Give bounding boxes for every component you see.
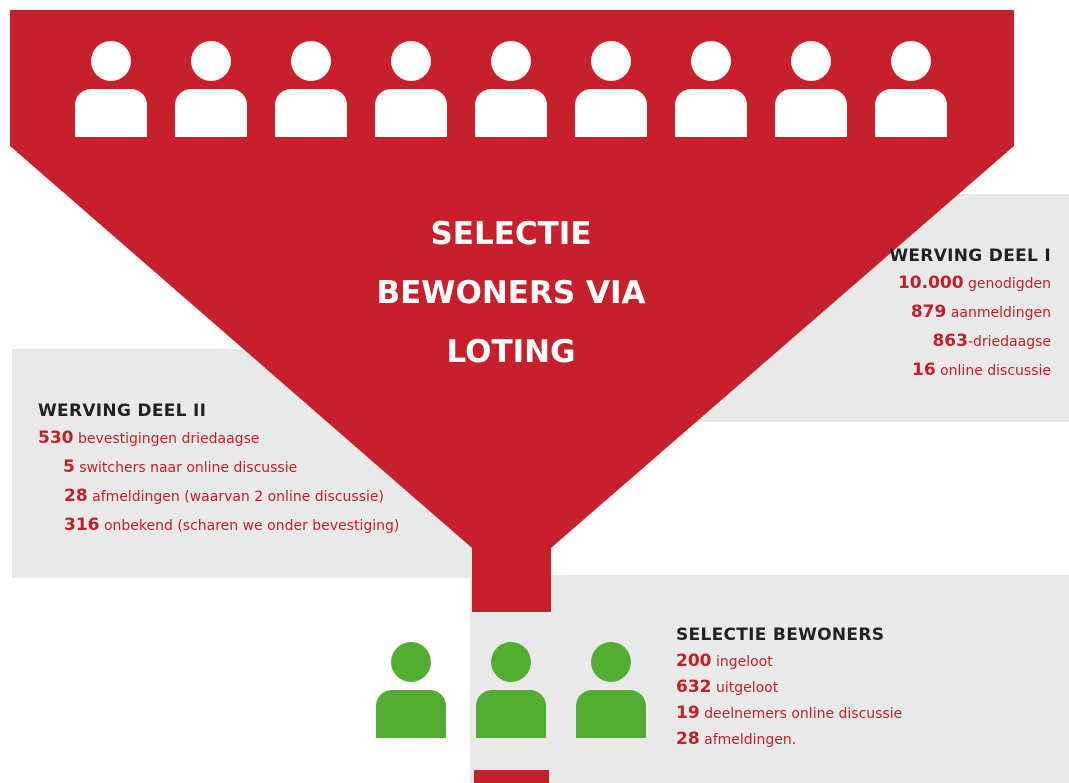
funnel-title-line: LOTING	[446, 334, 576, 370]
stat-row: 879 aanmeldingen	[889, 298, 1051, 327]
stat-label: afmeldingen.	[699, 732, 797, 748]
stat-label: deelnemers online discussie	[699, 706, 903, 722]
person-icon	[576, 642, 646, 738]
stat-value: 10.000	[897, 273, 964, 293]
stat-value: 5	[63, 457, 75, 477]
stat-row: 10.000 genodigden	[889, 269, 1051, 298]
stat-value: 16	[911, 360, 936, 380]
werving-deel-2: WERVING DEEL II 530 bevestigingen drieda…	[38, 398, 399, 540]
stat-value: 316	[64, 515, 100, 535]
stat-label: bevestigingen driedaagse	[73, 431, 260, 447]
funnel-spout-tail	[474, 770, 549, 783]
person-icon	[775, 41, 847, 137]
stat-label: genodigden	[963, 276, 1051, 292]
werving-deel-1-title: WERVING DEEL I	[889, 246, 1051, 266]
stat-value: 863	[932, 331, 968, 351]
selectie-bewoners-panel	[470, 575, 1069, 783]
person-icon	[675, 41, 747, 137]
stat-row: 28 afmeldingen (waarvan 2 online discuss…	[38, 482, 399, 511]
selectie-bewoners-title: SELECTIE BEWONERS	[676, 625, 885, 645]
stat-label: uitgeloot	[711, 680, 779, 696]
stat-row: 632 uitgeloot	[676, 674, 902, 700]
person-icon	[476, 642, 546, 738]
stat-value: 19	[676, 703, 700, 723]
werving-deel-1: WERVING DEEL I 10.000 genodigden 879 aan…	[889, 243, 1051, 385]
stat-value: 632	[676, 677, 712, 697]
werving-deel-2-title: WERVING DEEL II	[38, 401, 207, 421]
stat-label: onbekend (scharen we onder bevestiging)	[99, 518, 400, 534]
person-icon	[475, 41, 547, 137]
stat-value: 200	[676, 651, 712, 671]
stat-row: 316 onbekend (scharen we onder bevestigi…	[38, 511, 399, 540]
stat-row: 200 ingeloot	[676, 648, 902, 674]
stat-label: aanmeldingen	[946, 305, 1051, 321]
stat-row: 28 afmeldingen.	[676, 726, 902, 752]
stat-row: 5 switchers naar online discussie	[38, 453, 399, 482]
stat-value: 28	[64, 486, 88, 506]
stat-label: ingeloot	[711, 654, 773, 670]
stat-row: 530 bevestigingen driedaagse	[38, 424, 399, 453]
selectie-bewoners: SELECTIE BEWONERS 200 ingeloot 632 uitge…	[676, 622, 902, 752]
person-icon	[575, 41, 647, 137]
person-icon	[75, 41, 147, 137]
funnel-title-line: BEWONERS VIA	[376, 275, 646, 311]
person-icon	[375, 41, 447, 137]
stat-row: 863-driedaagse	[889, 327, 1051, 356]
person-icon	[875, 41, 947, 137]
stat-row: 16 online discussie	[889, 356, 1051, 385]
person-icon	[376, 642, 446, 738]
stat-label: afmeldingen (waarvan 2 online discussie)	[87, 489, 384, 505]
funnel-shape	[10, 10, 1014, 612]
stat-row: 19 deelnemers online discussie	[676, 700, 902, 726]
stat-value: 879	[910, 302, 947, 322]
person-icon	[275, 41, 347, 137]
funnel-title-line: SELECTIE	[430, 216, 592, 252]
stat-label: online discussie	[935, 363, 1051, 379]
funnel-title: SELECTIE BEWONERS VIA LOTING	[340, 205, 682, 382]
person-icon	[175, 41, 247, 137]
stat-value: 530	[38, 428, 74, 448]
stat-label: switchers naar online discussie	[74, 460, 298, 476]
stat-label: -driedaagse	[967, 334, 1051, 350]
stat-value: 28	[676, 729, 700, 749]
